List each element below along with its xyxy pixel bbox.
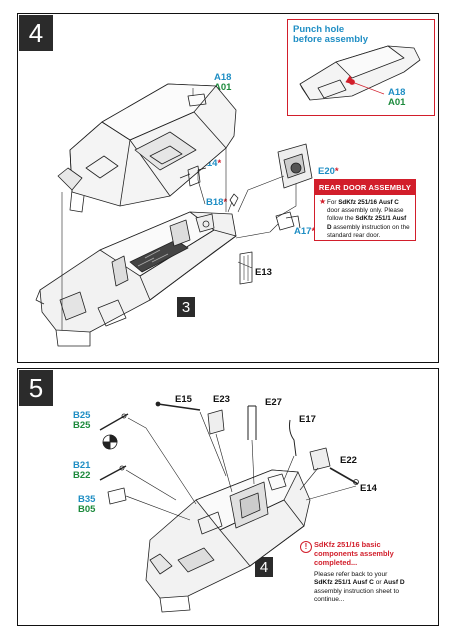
inset-part-a01: A01 bbox=[388, 97, 406, 108]
part-b25-label: B25 bbox=[73, 410, 91, 421]
callout-title: REAR DOOR ASSEMBLY bbox=[315, 180, 415, 195]
part-a17-label: A17* bbox=[294, 226, 315, 237]
part-e17-label: E17 bbox=[299, 414, 316, 425]
note-heading: SdKfz 251/16 basic components assembly c… bbox=[314, 540, 394, 567]
star-icon: ★ bbox=[319, 197, 327, 206]
leader-lines-step5 bbox=[125, 411, 357, 521]
chassis-drawing bbox=[35, 211, 237, 347]
warning-icon: ! bbox=[300, 541, 312, 553]
inset-hull-drawing bbox=[299, 45, 421, 101]
part-b21-label: B21 bbox=[73, 460, 91, 471]
leader-lines-step4 bbox=[61, 88, 297, 330]
part-e23-label: E23 bbox=[213, 394, 230, 405]
step5-hull-drawing bbox=[145, 469, 311, 613]
part-a14-label: A14* bbox=[200, 158, 222, 169]
part-b35-label: B35 bbox=[78, 494, 96, 505]
part-e13-label: E13 bbox=[255, 267, 272, 278]
step-4-badge: 4 bbox=[19, 15, 53, 51]
sub-step-3-badge: 3 bbox=[177, 297, 195, 317]
upper-hull-drawing bbox=[57, 83, 237, 213]
part-b25-alt-label: B25 bbox=[73, 420, 91, 431]
part-e22-label: E22 bbox=[340, 455, 357, 466]
inset-note-line-2: before assembly bbox=[293, 34, 368, 45]
part-e14-label: E14 bbox=[360, 483, 377, 494]
part-e27-label: E27 bbox=[265, 397, 282, 408]
small-parts-step4 bbox=[179, 143, 313, 285]
note-text: Please refer back to your SdKfz 251/1 Au… bbox=[314, 571, 405, 604]
inset-note-line-1: Punch hole bbox=[293, 24, 345, 35]
part-b22-label: B22 bbox=[73, 470, 91, 481]
sub-step-4-badge: 4 bbox=[255, 557, 273, 577]
step5-parts-drawing bbox=[99, 401, 359, 505]
part-a18-label: A18 bbox=[214, 72, 232, 83]
completion-note: SdKfz 251/16 basic components assembly c… bbox=[300, 540, 430, 605]
callout-body: ★ For SdKfz 251/16 Ausf C door assembly … bbox=[319, 197, 410, 239]
part-e20-label: E20* bbox=[318, 166, 339, 177]
part-a01-label: A01 bbox=[214, 82, 232, 93]
inset-part-a18: A18 bbox=[388, 87, 406, 98]
part-e15-label: E15 bbox=[175, 394, 192, 405]
step-5-badge: 5 bbox=[19, 370, 53, 406]
rear-door-assembly-callout: REAR DOOR ASSEMBLY ★ For SdKfz 251/16 Au… bbox=[314, 179, 416, 241]
part-b18-label: B18* bbox=[206, 197, 228, 208]
part-b05-label: B05 bbox=[78, 504, 96, 515]
